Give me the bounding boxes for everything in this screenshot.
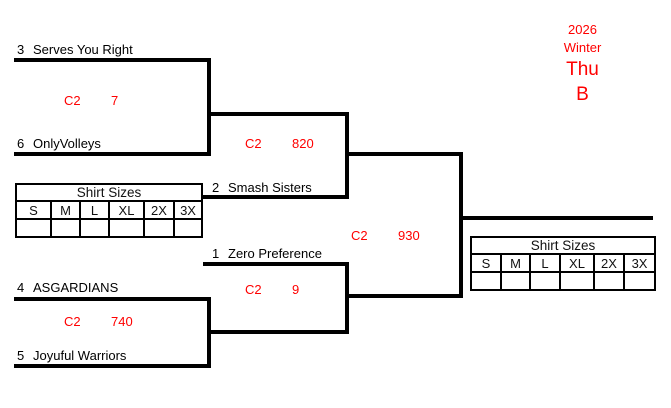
court-label: C2 xyxy=(245,282,262,297)
size-header-xl: XL xyxy=(559,253,595,273)
team-name: Joyuful Warriors xyxy=(33,348,127,363)
size-count-cell xyxy=(79,218,110,238)
bracket-line-round1-lower-winner xyxy=(207,330,349,334)
court-label: C2 xyxy=(351,228,368,243)
team-label-asgardians: 4 ASGARDIANS xyxy=(17,281,118,295)
size-header-l: L xyxy=(79,200,110,220)
bracket-line-joyuful-warriors xyxy=(14,364,211,368)
bracket-line-zero-preference xyxy=(203,262,349,266)
event-year: 2026 xyxy=(568,22,597,37)
size-count-cell xyxy=(50,218,81,238)
team-seed: 5 xyxy=(17,348,25,363)
size-count-cell xyxy=(172,218,204,238)
size-count-cell xyxy=(108,218,145,238)
team-label-serves-you-right: 3 Serves You Right xyxy=(17,43,133,57)
size-header-3x: 3X xyxy=(172,200,204,220)
bracket-line-champion xyxy=(459,216,653,220)
event-group: B xyxy=(576,84,589,105)
bracket-connector-round1-lower xyxy=(207,297,211,368)
bracket-line-semi-lower-winner xyxy=(345,294,463,298)
team-seed: 3 xyxy=(17,42,25,57)
team-name: Serves You Right xyxy=(33,42,133,57)
shirt-sizes-table-right: Shirt Sizes S M L XL 2X 3X xyxy=(469,236,657,291)
size-header-3x: 3X xyxy=(622,253,657,273)
bracket-line-smash-sisters xyxy=(203,195,349,199)
bracket-line-onlyvolleys xyxy=(14,152,211,156)
team-seed: 6 xyxy=(17,136,25,151)
size-count-cell xyxy=(559,271,595,291)
team-label-smash-sisters: 2 Smash Sisters xyxy=(212,181,312,195)
size-header-m: M xyxy=(500,253,531,273)
match-court-time-final: C2 930 xyxy=(351,229,420,243)
team-name: Smash Sisters xyxy=(228,180,312,195)
team-name: ASGARDIANS xyxy=(33,280,119,295)
team-label-zero-preference: 1 Zero Preference xyxy=(212,247,322,261)
size-header-2x: 2X xyxy=(143,200,175,220)
size-count-cell xyxy=(470,271,502,291)
time-label: 740 xyxy=(111,314,133,329)
time-label: 9 xyxy=(292,282,300,297)
size-header-m: M xyxy=(50,200,81,220)
team-seed: 4 xyxy=(17,280,25,295)
shirt-sizes-table-left: Shirt Sizes S M L XL 2X 3X xyxy=(14,183,204,238)
time-label: 820 xyxy=(292,136,314,151)
event-title-block: 2026 Winter Thu B xyxy=(535,21,630,107)
match-court-time-round1-lower: C2 740 xyxy=(64,315,133,329)
size-count-cell xyxy=(15,218,52,238)
size-header-2x: 2X xyxy=(593,253,625,273)
bracket-connector-final xyxy=(459,152,463,298)
size-header-s: S xyxy=(15,200,52,220)
size-header-l: L xyxy=(529,253,561,273)
bracket-line-serves-you-right xyxy=(14,58,211,62)
size-count-cell xyxy=(622,271,657,291)
court-label: C2 xyxy=(245,136,262,151)
team-name: OnlyVolleys xyxy=(33,136,101,151)
team-label-onlyvolleys: 6 OnlyVolleys xyxy=(17,137,101,151)
court-label: C2 xyxy=(64,93,81,108)
match-court-time-semi-lower: C2 9 xyxy=(245,283,299,297)
size-count-cell xyxy=(593,271,625,291)
time-label: 930 xyxy=(398,228,420,243)
team-seed: 2 xyxy=(212,180,220,195)
bracket-line-round1-upper-winner xyxy=(207,112,349,116)
team-label-joyuful-warriors: 5 Joyuful Warriors xyxy=(17,349,126,363)
size-count-cell xyxy=(500,271,531,291)
event-season: Winter xyxy=(563,40,602,55)
match-court-time-semi-upper: C2 820 xyxy=(245,137,314,151)
match-court-time-round1-upper: C2 7 xyxy=(64,94,118,108)
size-header-xl: XL xyxy=(108,200,145,220)
size-count-cell xyxy=(143,218,175,238)
size-header-s: S xyxy=(470,253,502,273)
court-label: C2 xyxy=(64,314,81,329)
team-seed: 1 xyxy=(212,246,220,261)
bracket-connector-round1-upper xyxy=(207,58,211,156)
shirt-sizes-title: Shirt Sizes xyxy=(14,183,204,202)
event-day: Thu xyxy=(566,59,599,80)
size-count-cell xyxy=(529,271,561,291)
time-label: 7 xyxy=(111,93,119,108)
shirt-sizes-title: Shirt Sizes xyxy=(469,236,657,255)
team-name: Zero Preference xyxy=(228,246,322,261)
bracket-connector-semi-lower xyxy=(345,262,349,334)
bracket-line-asgardians xyxy=(14,297,211,301)
bracket-line-semi-upper-winner xyxy=(345,152,463,156)
